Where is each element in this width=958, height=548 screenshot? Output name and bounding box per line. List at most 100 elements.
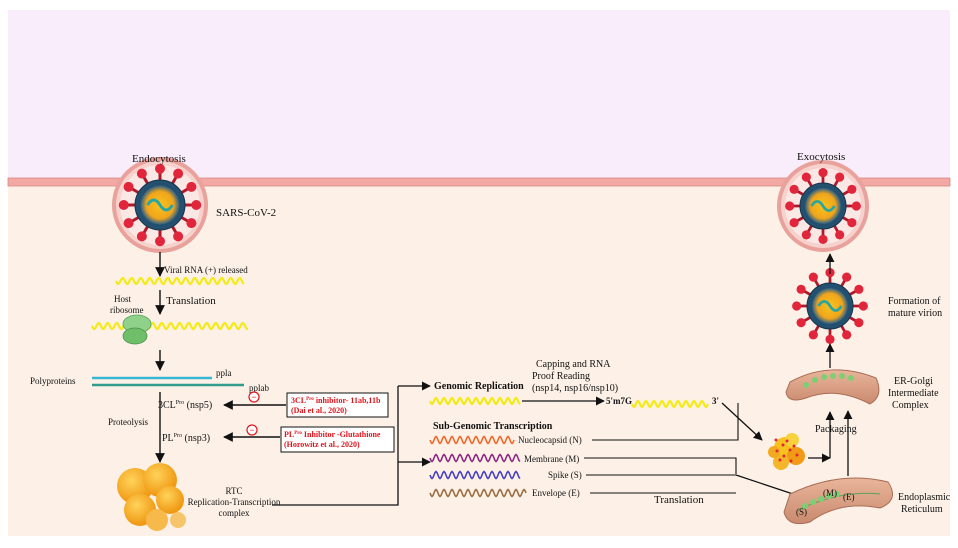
nucleocapsid-label: Nucleocapsid (N) bbox=[518, 435, 582, 445]
spike-head-mark bbox=[155, 236, 165, 247]
spike-head-mark bbox=[186, 181, 197, 192]
viral-rna-label: Viral RNA (+) released bbox=[164, 265, 248, 275]
capped-rna-strand bbox=[631, 399, 709, 409]
rtc-complex-icon bbox=[117, 463, 186, 531]
spike-head-mark bbox=[825, 334, 835, 344]
3cl-pro-label: 3CLPro (nsp5) bbox=[158, 400, 212, 411]
exocytosis-virion-icon bbox=[785, 168, 861, 244]
subgenomic-label: Sub-Genomic Transcription bbox=[433, 421, 553, 432]
spike-head-mark bbox=[851, 201, 861, 211]
packaging-dot bbox=[782, 454, 786, 458]
packaging-dot bbox=[788, 448, 792, 452]
er-label-2: Reticulum bbox=[901, 504, 943, 515]
translation-bottom-label: Translation bbox=[654, 494, 704, 506]
spike-head-mark bbox=[801, 230, 811, 240]
spike-head-mark bbox=[796, 284, 806, 294]
packaging-particle bbox=[785, 433, 799, 447]
spike-head-mark bbox=[818, 234, 828, 244]
nucleocapsid-to-packaging-line bbox=[592, 403, 739, 441]
spike-head-mark bbox=[123, 181, 134, 192]
minus-icon-pl: − bbox=[246, 424, 258, 436]
genomic-replication-label: Genomic Replication bbox=[434, 381, 524, 392]
spike-head-mark bbox=[835, 230, 845, 240]
3cl-inhibitor-line2: (Dai et al., 2020) bbox=[291, 406, 347, 415]
virion-rna-mark bbox=[146, 198, 174, 212]
capping-label-1: Capping and RNA bbox=[536, 359, 611, 370]
er-golgi-complex-icon bbox=[785, 369, 880, 405]
mature-virion-icon bbox=[792, 268, 868, 344]
packaging-dot bbox=[781, 443, 785, 447]
spike-head-mark bbox=[854, 318, 864, 328]
golgi-label-1: ER-Golgi bbox=[894, 376, 933, 387]
packaging-dot bbox=[795, 453, 799, 457]
wave-spike bbox=[429, 470, 521, 480]
ribosome-icon bbox=[122, 314, 152, 345]
packaging-dot bbox=[774, 438, 778, 442]
arrow-rna-to-packaging bbox=[721, 402, 763, 441]
er-e-label: (E) bbox=[843, 492, 855, 502]
packaging-dot bbox=[789, 459, 793, 463]
wave-envelope bbox=[429, 488, 527, 498]
spike-head-mark bbox=[789, 218, 799, 228]
golgi-label-3: Complex bbox=[892, 400, 929, 411]
spike-head-mark bbox=[801, 172, 811, 182]
mrna-strand bbox=[91, 321, 249, 331]
envelope-label: Envelope (E) bbox=[532, 488, 580, 498]
spike-head-mark bbox=[842, 272, 852, 282]
membrane-label: Membrane (M) bbox=[524, 454, 579, 464]
wave-nucleocapsid bbox=[429, 435, 515, 445]
packaging-dot bbox=[778, 458, 782, 462]
spike-head-mark bbox=[785, 201, 795, 211]
exocytosis-vesicle bbox=[777, 160, 869, 252]
er-s-label: (S) bbox=[796, 507, 807, 517]
spike-head-mark bbox=[854, 284, 864, 294]
ribosome-label: ribosome bbox=[110, 305, 144, 315]
spike-head-mark bbox=[155, 163, 165, 174]
capping-label-2: Proof Reading bbox=[532, 371, 590, 382]
five-prime-cap-label: 5'm7G bbox=[606, 396, 632, 406]
er-label-1: Endoplasmic bbox=[898, 492, 951, 503]
translation-top-label: Translation bbox=[166, 295, 216, 307]
pplab-label: pplab bbox=[249, 383, 269, 393]
cell-membrane bbox=[7, 177, 951, 187]
exocytosis-label: Exocytosis bbox=[797, 151, 845, 163]
genomic-rna-strand bbox=[429, 396, 521, 406]
spike-head-mark bbox=[808, 330, 818, 340]
spike-head-mark bbox=[186, 218, 197, 229]
spike-head-mark bbox=[792, 301, 802, 311]
spike-head-mark bbox=[847, 218, 857, 228]
spike-head-mark bbox=[858, 301, 868, 311]
viral-rna-strand bbox=[115, 276, 245, 286]
packaging-dot bbox=[792, 444, 796, 448]
virion-rna-mark bbox=[810, 200, 836, 212]
ppla-label: ppla bbox=[216, 368, 232, 378]
extracellular-space bbox=[8, 10, 950, 180]
host-label: Host bbox=[114, 294, 132, 304]
spike-head-mark bbox=[136, 168, 147, 179]
rtc-label-1: RTC bbox=[226, 486, 243, 496]
rtc-label-2: Replication-Transcription bbox=[188, 497, 281, 507]
packaging-cluster-icon bbox=[768, 433, 805, 470]
pl-inhibitor-line1: PLPro Inhibitor -Glutathione bbox=[284, 430, 381, 439]
spike-head-mark bbox=[191, 200, 202, 210]
wave-membrane bbox=[429, 453, 521, 463]
virion-rna-mark bbox=[817, 300, 843, 312]
packaging-particle bbox=[773, 454, 789, 470]
spike-head-mark bbox=[847, 184, 857, 194]
golgi-label-2: Intermediate bbox=[888, 388, 939, 399]
membrane-to-er-line bbox=[584, 457, 737, 474]
svg-text:−: − bbox=[249, 425, 254, 435]
packaging-label: Packaging bbox=[815, 424, 857, 435]
packaging-particle bbox=[768, 446, 780, 458]
packaging-dot bbox=[785, 439, 789, 443]
pl-pro-label: PLPro (nsp3) bbox=[162, 433, 210, 444]
spike-head-mark bbox=[118, 200, 129, 210]
spike-head-mark bbox=[808, 272, 818, 282]
spike-head-mark bbox=[789, 184, 799, 194]
3cl-inhibitor-line1: 3CLPro inhibitor- 11ab,11b bbox=[291, 396, 381, 405]
spike-label: Spike (S) bbox=[548, 470, 582, 480]
svg-text:−: − bbox=[251, 392, 256, 402]
mature-label-2: mature virion bbox=[888, 308, 942, 319]
packaging-dot bbox=[775, 449, 779, 453]
